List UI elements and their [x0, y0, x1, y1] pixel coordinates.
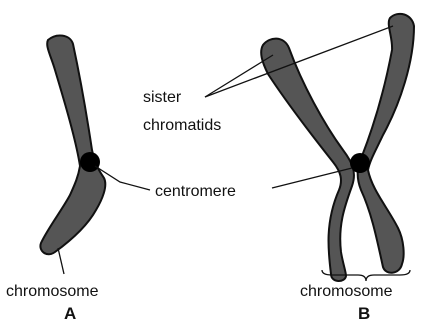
chromosome-b — [261, 14, 414, 281]
label-sister: sister — [143, 89, 182, 106]
label-chromosome-a: chromosome — [6, 283, 99, 300]
label-chromatids: chromatids — [143, 117, 221, 134]
chromosome-a — [40, 35, 105, 254]
leader-sister-1 — [205, 55, 273, 97]
label-panel-a: A — [64, 304, 76, 323]
label-chromosome-b: chromosome — [300, 283, 393, 300]
label-centromere: centromere — [155, 183, 236, 200]
sister-chromatid-right — [358, 14, 414, 273]
centromere-a — [80, 152, 100, 172]
chromatid-a — [40, 35, 105, 254]
leader-chromosome-a — [58, 248, 64, 274]
label-panel-b: B — [358, 304, 370, 323]
centromere-b — [350, 153, 370, 173]
sister-chromatid-left — [261, 39, 354, 281]
